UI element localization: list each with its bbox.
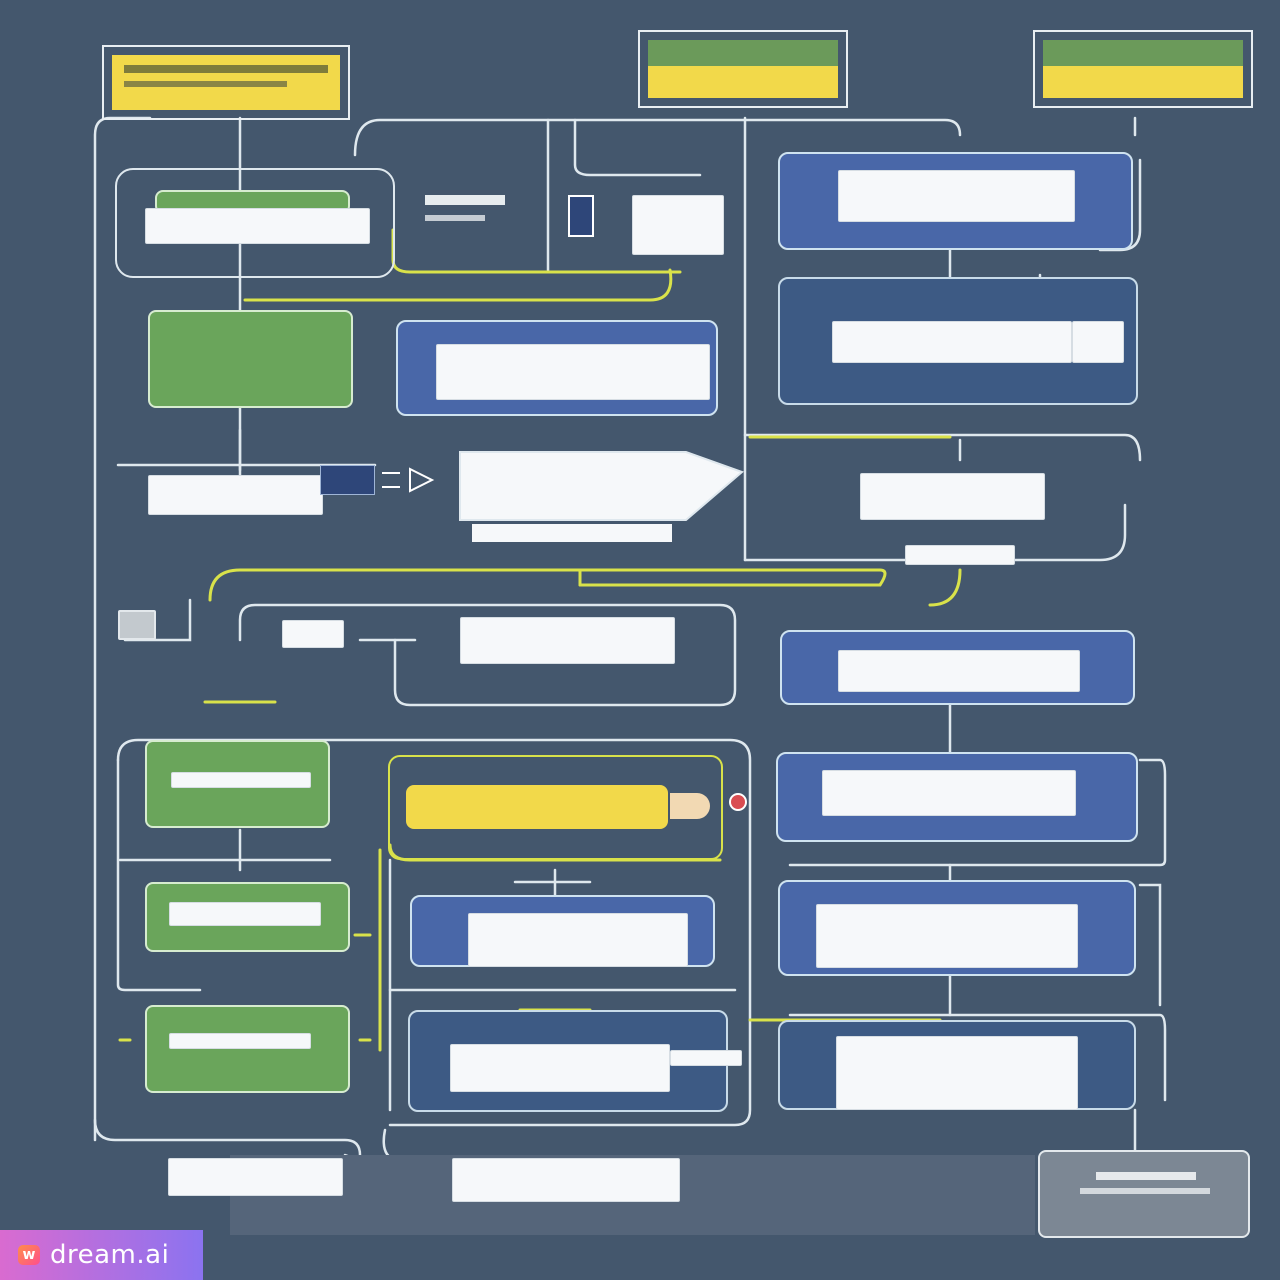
right-panel-4 (776, 752, 1138, 842)
green-panel-3 (145, 882, 350, 952)
text-field-4 (860, 473, 1045, 520)
dream-logo-icon: w (18, 1245, 40, 1265)
center-panel-1 (396, 320, 718, 416)
header-label-center (638, 30, 848, 108)
text-field-3 (148, 475, 323, 515)
text-field-2 (632, 195, 724, 255)
center-panel-3 (408, 1010, 742, 1112)
green-panel-4 (145, 1005, 350, 1093)
green-panel-1 (148, 310, 353, 408)
right-panel-5 (778, 880, 1136, 976)
text-field-1 (145, 208, 370, 244)
right-arrow-icon (380, 465, 440, 495)
left-connector-box (118, 610, 156, 640)
right-panel-2 (778, 277, 1138, 405)
right-panel-3 (780, 630, 1135, 705)
bottom-right-node (1038, 1150, 1250, 1238)
text-field-9 (452, 1158, 680, 1202)
text-field-8 (168, 1158, 343, 1196)
text-field-7 (460, 617, 675, 664)
text-field-6 (282, 620, 344, 648)
center-panel-2 (410, 895, 715, 967)
watermark-text: dream.ai (50, 1240, 170, 1270)
top-left-group (115, 168, 395, 278)
right-panel-6 (778, 1020, 1136, 1110)
header-label-left (102, 45, 350, 120)
node-small-1 (425, 175, 525, 245)
header-label-right (1033, 30, 1253, 108)
side-tab-1 (320, 465, 375, 495)
blue-icon-box (568, 195, 594, 237)
right-panel-1 (778, 152, 1133, 250)
highlight-panel (388, 755, 723, 860)
watermark-banner: w dream.ai (0, 1230, 203, 1280)
pin-icon (724, 790, 752, 814)
arrow-callout (458, 450, 748, 550)
green-panel-2 (145, 740, 330, 828)
text-field-5 (905, 545, 1015, 565)
